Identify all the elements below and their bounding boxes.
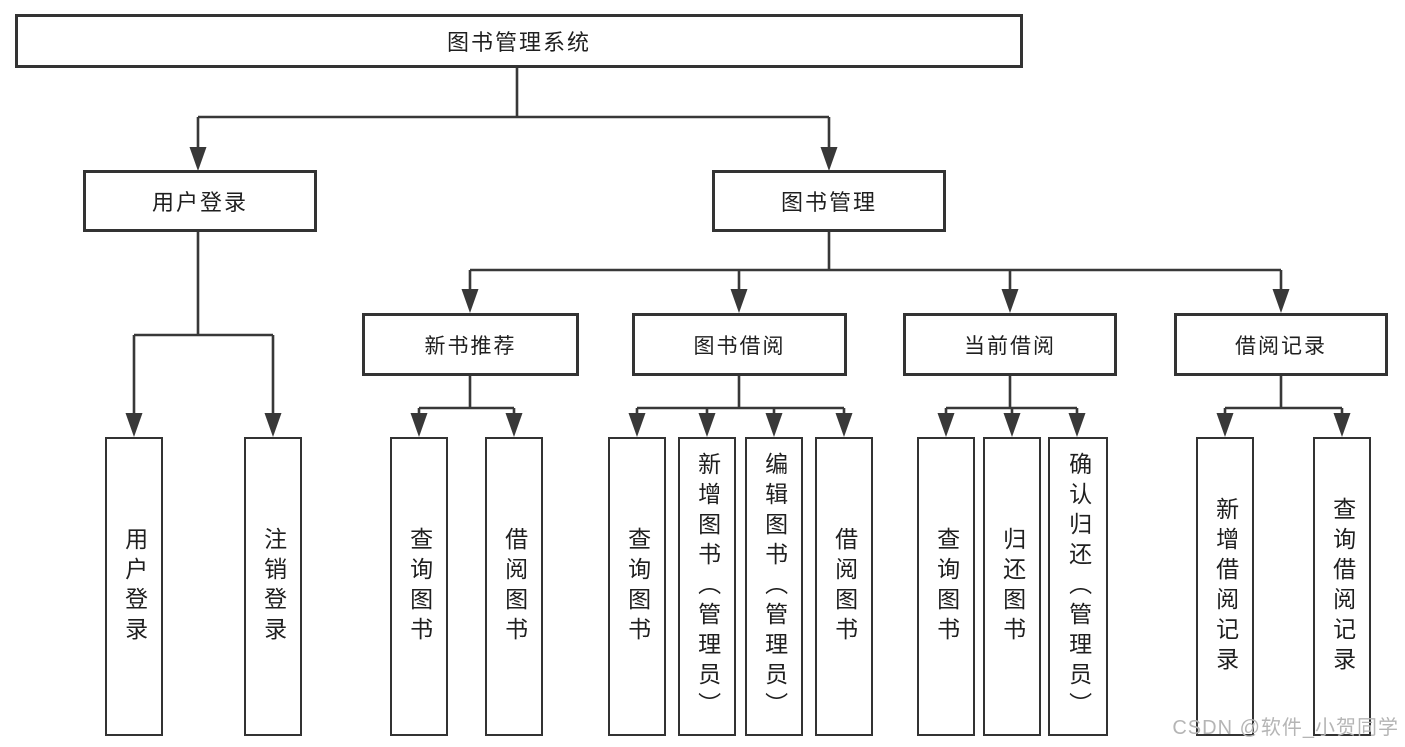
leaf-borrow-books: 借阅图书 [815,437,873,736]
node-new-book-recommendation-label: 新书推荐 [424,334,517,358]
watermark: CSDN @软件_小贺同学 [1172,717,1399,739]
arrowhead-icon [730,289,748,313]
leaf-newbook-borrow-books-label: 借阅图书 [501,526,528,647]
node-root-label: 图书管理系统 [446,30,591,55]
leaf-add-books-admin: 新增图书（管理员） [678,437,736,736]
arrowhead-icon [1216,413,1234,437]
arrowheads [125,147,1351,437]
edge-root-to-level2 [196,68,831,149]
arrowhead-icon [1272,289,1290,313]
leaf-current-query-books-label: 查询图书 [933,526,960,647]
node-user-login: 用户登录 [83,170,317,232]
node-new-book-recommendation: 新书推荐 [362,313,579,376]
leaf-edit-books-admin-label: 编辑图书（管理员） [761,451,788,722]
node-book-management: 图书管理 [712,170,946,232]
arrowhead-icon [125,413,143,437]
arrowhead-icon [1068,413,1086,437]
leaf-newbook-borrow-books: 借阅图书 [485,437,543,736]
edge-borrowbook-to-leaves [635,376,846,414]
leaf-logout-label: 注销登录 [260,526,287,647]
arrowhead-icon [765,413,783,437]
arrowhead-icon [264,413,282,437]
edge-userlogin-to-leaves [132,232,275,414]
leaf-confirm-return-admin-label: 确认归还（管理员） [1065,451,1092,722]
node-book-borrowing-label: 图书借阅 [693,334,786,358]
leaf-return-books-label: 归还图书 [999,526,1026,647]
arrowhead-icon [461,289,479,313]
arrowhead-icon [820,147,838,171]
leaf-user-login-label: 用户登录 [121,526,148,647]
leaf-return-books: 归还图书 [983,437,1041,736]
leaf-current-query-books: 查询图书 [917,437,975,736]
arrowhead-icon [410,413,428,437]
arrowhead-icon [189,147,207,171]
leaf-add-borrow-record-label: 新增借阅记录 [1212,496,1239,677]
leaf-add-borrow-record: 新增借阅记录 [1196,437,1254,736]
edge-bookmgmt-to-level3 [468,232,1283,291]
arrowhead-icon [698,413,716,437]
node-current-borrowing-label: 当前借阅 [964,334,1056,358]
arrowhead-icon [1001,289,1019,313]
leaf-user-login: 用户登录 [105,437,163,736]
leaf-add-books-admin-label: 新增图书（管理员） [694,451,721,722]
edge-records-to-leaves [1223,376,1344,414]
arrowhead-icon [937,413,955,437]
arrowhead-icon [628,413,646,437]
node-book-management-label: 图书管理 [780,190,877,215]
node-book-borrowing: 图书借阅 [632,313,847,376]
leaf-edit-books-admin: 编辑图书（管理员） [745,437,803,736]
leaf-query-borrow-record: 查询借阅记录 [1313,437,1371,736]
node-user-login-label: 用户登录 [151,190,248,215]
leaf-borrow-query-books: 查询图书 [608,437,666,736]
leaf-newbook-query-books-label: 查询图书 [406,526,433,647]
edge-currentborrow-to-leaves [944,376,1079,414]
arrowhead-icon [1333,413,1351,437]
arrowhead-icon [505,413,523,437]
leaf-confirm-return-admin: 确认归还（管理员） [1048,437,1108,736]
node-borrowing-records: 借阅记录 [1174,313,1388,376]
node-current-borrowing: 当前借阅 [903,313,1117,376]
leaf-query-borrow-record-label: 查询借阅记录 [1329,496,1356,677]
leaf-newbook-query-books: 查询图书 [390,437,448,736]
leaf-borrow-books-label: 借阅图书 [831,526,858,647]
edge-newbook-to-leaves [417,376,516,414]
leaf-borrow-query-books-label: 查询图书 [624,526,651,647]
leaf-logout: 注销登录 [244,437,302,736]
node-root: 图书管理系统 [15,14,1023,68]
arrowhead-icon [1003,413,1021,437]
arrowhead-icon [835,413,853,437]
node-borrowing-records-label: 借阅记录 [1235,334,1327,358]
